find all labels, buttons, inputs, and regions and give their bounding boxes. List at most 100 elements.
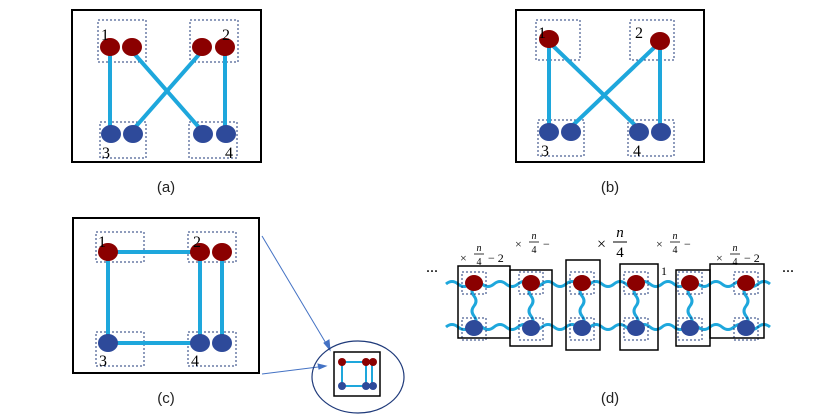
one-label: 1 xyxy=(661,264,667,278)
node-label-1: 1 xyxy=(101,27,109,44)
unit-box xyxy=(518,317,544,341)
fraction-denominator: 4 xyxy=(477,257,482,268)
panel-b-links xyxy=(547,40,662,130)
node-label-1: 1 xyxy=(538,25,546,42)
red-node xyxy=(215,38,235,56)
vertical-chain xyxy=(578,285,586,327)
node-label-1: 1 xyxy=(98,234,106,251)
multiplier-label-center: × n 4 xyxy=(597,225,627,261)
fraction-numerator: n xyxy=(616,225,624,241)
caption-d: (d) xyxy=(601,390,619,407)
group-box-2 xyxy=(187,231,237,263)
panel-c: 1 2 3 4 (c) xyxy=(72,217,405,414)
blue-node xyxy=(123,125,143,143)
red-node xyxy=(573,275,591,291)
panel-d-chains xyxy=(445,280,771,331)
group-box-4 xyxy=(187,331,237,367)
vertical-chain xyxy=(686,285,694,327)
block-rect xyxy=(619,263,659,351)
red-node xyxy=(212,243,232,261)
group-box-4 xyxy=(188,121,238,159)
unit-box xyxy=(461,271,487,295)
group-box-2 xyxy=(189,19,239,63)
vertical-chain xyxy=(527,285,535,327)
node-label-4: 4 xyxy=(633,143,641,160)
zoom-arrow-head xyxy=(317,363,328,370)
red-node xyxy=(737,275,755,291)
fraction-denominator: 4 xyxy=(673,245,678,256)
unit-box xyxy=(677,317,703,341)
unit-box xyxy=(623,271,649,295)
node-label-4: 4 xyxy=(191,353,199,370)
red-node xyxy=(338,358,346,366)
link xyxy=(129,48,205,134)
fraction-denominator: 4 xyxy=(733,257,738,268)
unit-box xyxy=(461,317,487,341)
unit-box xyxy=(569,317,595,341)
block-rect xyxy=(709,263,765,339)
blue-node xyxy=(101,125,121,143)
lower-chain xyxy=(445,323,771,331)
fraction-numerator: n xyxy=(673,231,678,242)
fraction-numerator: n xyxy=(532,231,537,242)
multiplier-label-4: × n 4 − 1 xyxy=(656,231,691,278)
group-box-1 xyxy=(97,19,147,63)
blue-node xyxy=(212,334,232,352)
panel-b-nodes xyxy=(539,30,671,141)
red-node xyxy=(681,275,699,291)
multiplier-label-5: × n 4 − 2 xyxy=(716,243,760,268)
red-node xyxy=(627,275,645,291)
blue-node xyxy=(651,123,671,141)
blue-node xyxy=(193,125,213,143)
red-node xyxy=(522,275,540,291)
blue-node xyxy=(98,334,118,352)
blue-node xyxy=(216,125,236,143)
times-sign: × xyxy=(460,251,467,265)
panel-c-nodes xyxy=(98,243,232,352)
blue-node xyxy=(465,320,483,336)
group-box-2 xyxy=(629,19,675,61)
red-node xyxy=(190,243,210,261)
node-label-2: 2 xyxy=(193,234,201,251)
blue-node xyxy=(573,320,591,336)
blue-node xyxy=(369,382,377,390)
group-box-3 xyxy=(99,121,147,159)
red-node xyxy=(192,38,212,56)
caption-a: (a) xyxy=(157,179,175,196)
vertical-chain xyxy=(470,285,478,327)
group-box-3 xyxy=(95,331,145,367)
blue-node xyxy=(627,320,645,336)
blue-node xyxy=(338,382,346,390)
red-node xyxy=(98,243,118,261)
node-label-3: 3 xyxy=(541,143,549,160)
blue-node xyxy=(362,382,370,390)
fraction-denominator: 4 xyxy=(532,245,537,256)
zoom-arrow-line xyxy=(261,365,327,375)
panel-c-frame xyxy=(72,217,260,374)
multiplier-label-2: × n 4 − xyxy=(515,231,550,256)
zoom-arrow-line xyxy=(261,235,331,351)
red-node xyxy=(122,38,142,56)
blue-node xyxy=(190,334,210,352)
block-rect xyxy=(509,269,553,347)
block-rect xyxy=(565,259,601,351)
group-box-1 xyxy=(95,231,145,263)
blue-node xyxy=(681,320,699,336)
unit-box xyxy=(623,317,649,341)
panel-a: 1 2 3 4 (a) xyxy=(71,9,262,196)
thumbnail-ellipse xyxy=(311,340,405,414)
times-sign: × xyxy=(597,236,606,253)
red-node xyxy=(100,38,120,56)
minus-two: − 2 xyxy=(488,251,504,265)
node-label-2: 2 xyxy=(222,27,230,44)
unit-box xyxy=(677,271,703,295)
times-sign: × xyxy=(716,251,723,265)
zoom-arrows xyxy=(261,235,331,375)
red-node xyxy=(650,32,670,50)
caption-b: (b) xyxy=(601,179,619,196)
panel-b: 1 2 3 4 (b) xyxy=(515,9,705,196)
times-sign: × xyxy=(656,237,663,251)
multiplier-label-1: × n 4 − 2 xyxy=(460,243,504,268)
minus-two: − 2 xyxy=(744,251,760,265)
